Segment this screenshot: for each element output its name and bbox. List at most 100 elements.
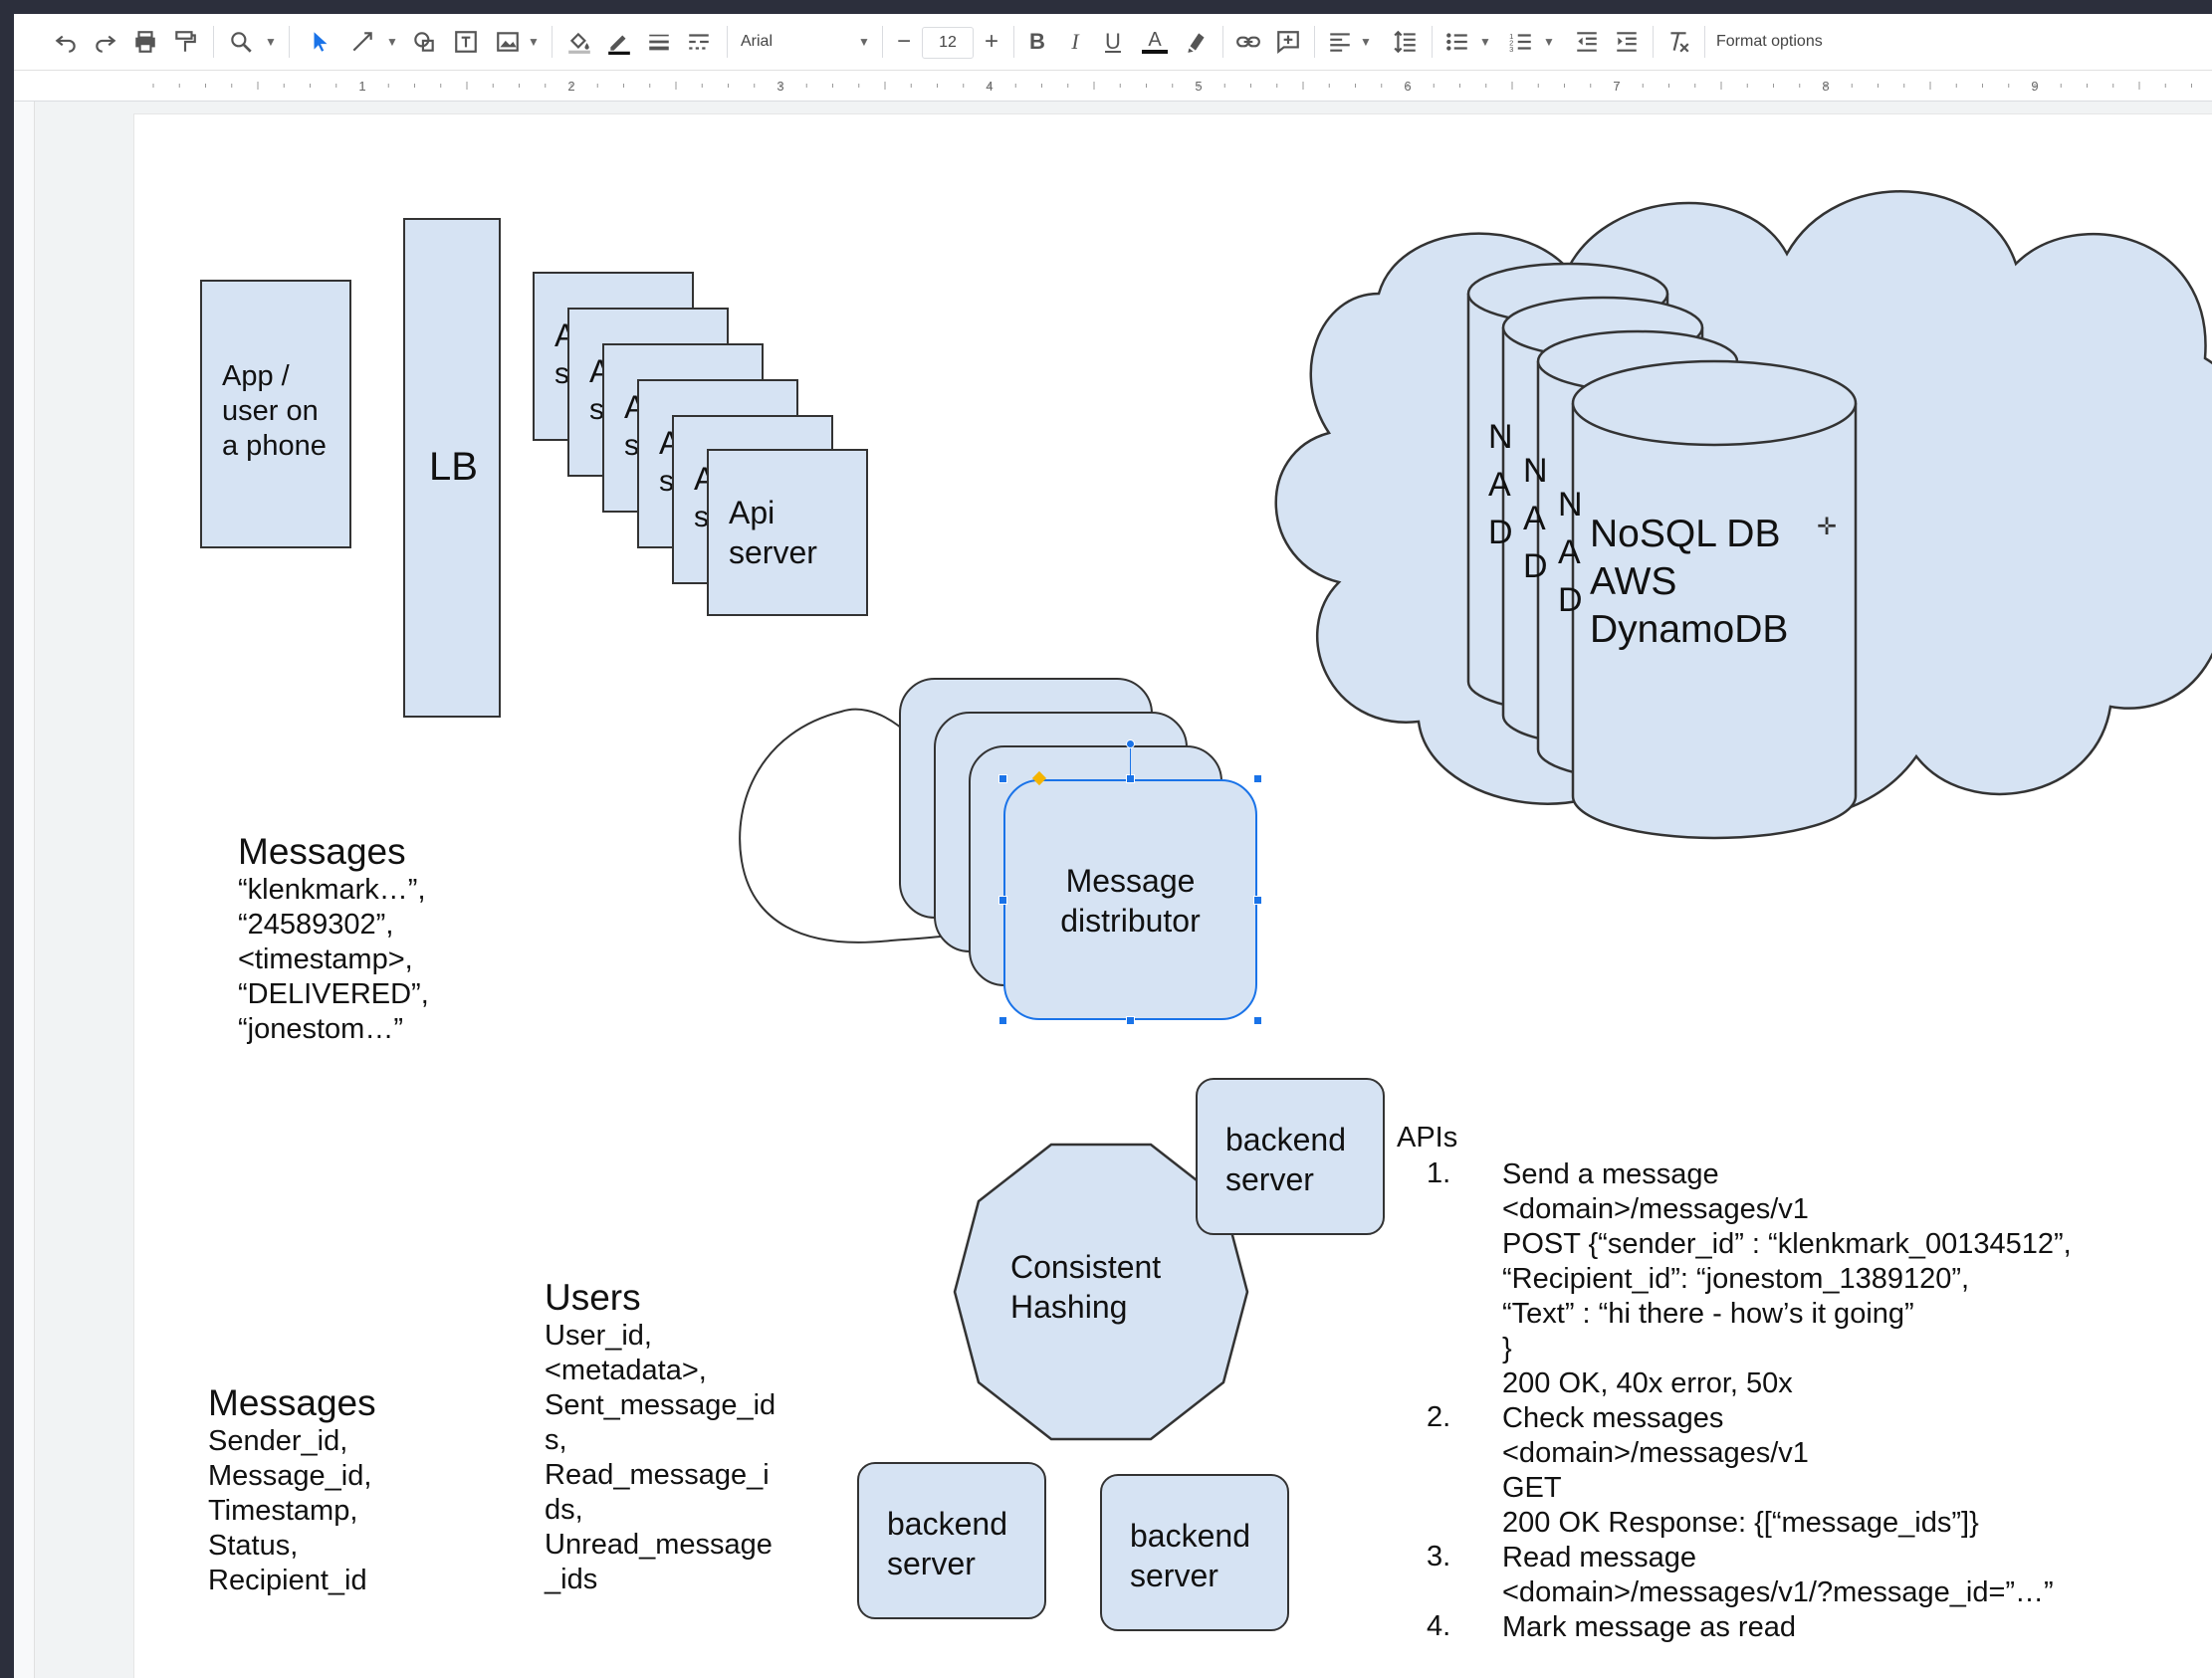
app-window: ▼ ▼ ▼ Arial — [14, 14, 2212, 1678]
print-icon[interactable] — [127, 22, 163, 62]
app-user-box[interactable]: App / user on a phone — [200, 280, 351, 548]
bullet-list-dropdown-icon[interactable]: ▼ — [1479, 35, 1491, 49]
db-partial-label: N A D — [1488, 418, 1513, 551]
messages-sample-text: “klenkmark…”, “24589302”, <timestamp>, “… — [238, 874, 429, 1045]
api-server-partial-text: s — [624, 429, 639, 462]
ruler-number: 6 — [1404, 79, 1411, 94]
ruler-number: 2 — [567, 79, 574, 94]
toolbar: ▼ ▼ ▼ Arial — [14, 14, 2212, 71]
textbox-icon[interactable] — [448, 22, 484, 62]
backend-server-label: backend server — [887, 1506, 1007, 1581]
comment-icon[interactable] — [1270, 22, 1306, 62]
fill-color-icon[interactable] — [561, 22, 597, 62]
paint-format-icon[interactable] — [167, 22, 203, 62]
db-cylinder-front[interactable] — [1571, 359, 1858, 840]
backend-server-label: backend server — [1225, 1122, 1346, 1197]
db-partial-label: N A D — [1558, 486, 1583, 619]
line-icon[interactable] — [344, 22, 380, 62]
consistent-hashing-label: Consistent Hashing — [1010, 1249, 1162, 1325]
selection-handle[interactable] — [998, 896, 1007, 905]
line-spacing-icon[interactable] — [1388, 22, 1424, 62]
api-server-label: Api server — [729, 495, 817, 570]
selection-handle[interactable] — [1253, 1016, 1262, 1025]
zoom-icon[interactable] — [223, 22, 259, 62]
font-size-value: 12 — [939, 34, 957, 51]
clear-formatting-icon[interactable] — [1660, 22, 1696, 62]
load-balancer-box[interactable]: LB — [403, 218, 501, 718]
db-main-label: NoSQL DB AWS DynamoDB — [1590, 513, 1789, 651]
svg-text:3: 3 — [1509, 45, 1513, 54]
selection-handle[interactable] — [998, 1016, 1007, 1025]
api-item-number: 3. — [1427, 1541, 1451, 1573]
drawing-canvas[interactable]: App / user on a phone LB A s A s A s A s… — [133, 113, 2212, 1678]
api-server-box-front[interactable]: Api server — [707, 449, 868, 616]
selection-handle[interactable] — [998, 774, 1007, 783]
api-item-number: 1. — [1427, 1157, 1451, 1189]
distributor-box-selected[interactable]: Message distributor — [1003, 779, 1257, 1020]
ruler-number: 8 — [1822, 79, 1829, 94]
api-item-number: 4. — [1427, 1610, 1451, 1642]
api-item-text: Check messages <domain>/messages/v1 GET … — [1502, 1402, 1979, 1539]
backend-server-box[interactable]: backend server — [857, 1462, 1046, 1619]
api-server-partial-text: s — [589, 393, 604, 426]
text-color-icon[interactable]: A — [1137, 22, 1173, 62]
vertical-ruler[interactable] — [14, 102, 35, 1678]
format-options-button[interactable]: Format options — [1716, 22, 1846, 62]
line-dropdown-icon[interactable]: ▼ — [386, 35, 398, 49]
ruler-number: 1 — [358, 79, 365, 94]
image-icon[interactable] — [490, 22, 526, 62]
align-icon[interactable] — [1322, 22, 1358, 62]
rotate-handle-line — [1130, 743, 1131, 777]
indent-increase-icon[interactable] — [1609, 22, 1645, 62]
italic-icon[interactable]: I — [1071, 29, 1079, 54]
db-partial-label: N A D — [1523, 452, 1548, 585]
zoom-dropdown-icon[interactable]: ▼ — [265, 35, 277, 49]
font-size-decrease-button[interactable]: − — [896, 28, 911, 55]
backend-server-box[interactable]: backend server — [1196, 1078, 1385, 1235]
font-size-increase-button[interactable]: + — [984, 28, 998, 55]
api-server-partial-text: s — [554, 357, 569, 390]
api-item-text: Mark message as read — [1502, 1611, 1796, 1643]
rotate-handle[interactable] — [1126, 739, 1135, 748]
font-name-dropdown-icon[interactable]: ▼ — [858, 35, 870, 49]
app-user-label: App / user on a phone — [222, 360, 327, 462]
svg-text:1: 1 — [1509, 32, 1513, 41]
font-name-value: Arial — [741, 33, 774, 50]
svg-text:2: 2 — [1509, 38, 1513, 47]
load-balancer-label: LB — [429, 445, 478, 489]
border-weight-icon[interactable] — [641, 22, 677, 62]
ruler-number: 5 — [1195, 79, 1202, 94]
selection-handle[interactable] — [1253, 774, 1262, 783]
users-schema-title: Users — [545, 1277, 641, 1318]
format-options-label: Format options — [1716, 33, 1823, 50]
numbered-list-dropdown-icon[interactable]: ▼ — [1543, 35, 1555, 49]
border-dash-icon[interactable] — [681, 22, 717, 62]
image-dropdown-icon[interactable]: ▼ — [528, 35, 540, 49]
indent-decrease-icon[interactable] — [1569, 22, 1605, 62]
font-size-input[interactable]: 12 — [922, 27, 974, 59]
undo-icon[interactable] — [48, 22, 84, 62]
bullet-list-icon[interactable] — [1439, 22, 1475, 62]
api-item-number: 2. — [1427, 1401, 1451, 1433]
border-color-icon[interactable] — [601, 22, 637, 62]
ruler-number: 4 — [986, 79, 993, 94]
underline-icon[interactable]: U — [1105, 29, 1121, 54]
bold-icon[interactable]: B — [1029, 29, 1045, 54]
shape-icon[interactable] — [406, 22, 442, 62]
align-dropdown-icon[interactable]: ▼ — [1360, 35, 1372, 49]
link-icon[interactable] — [1230, 22, 1266, 62]
font-name-select[interactable]: Arial — [741, 22, 850, 62]
messages-schema-title: Messages — [208, 1382, 376, 1423]
ruler-number: 9 — [2031, 79, 2038, 94]
selection-handle[interactable] — [1253, 896, 1262, 905]
highlight-icon[interactable] — [1179, 22, 1215, 62]
ruler-number: 3 — [776, 79, 783, 94]
backend-server-box[interactable]: backend server — [1100, 1474, 1289, 1631]
select-icon[interactable] — [303, 22, 338, 62]
redo-icon[interactable] — [88, 22, 123, 62]
api-server-partial-text: s — [659, 465, 674, 498]
selection-handle[interactable] — [1126, 1016, 1135, 1025]
